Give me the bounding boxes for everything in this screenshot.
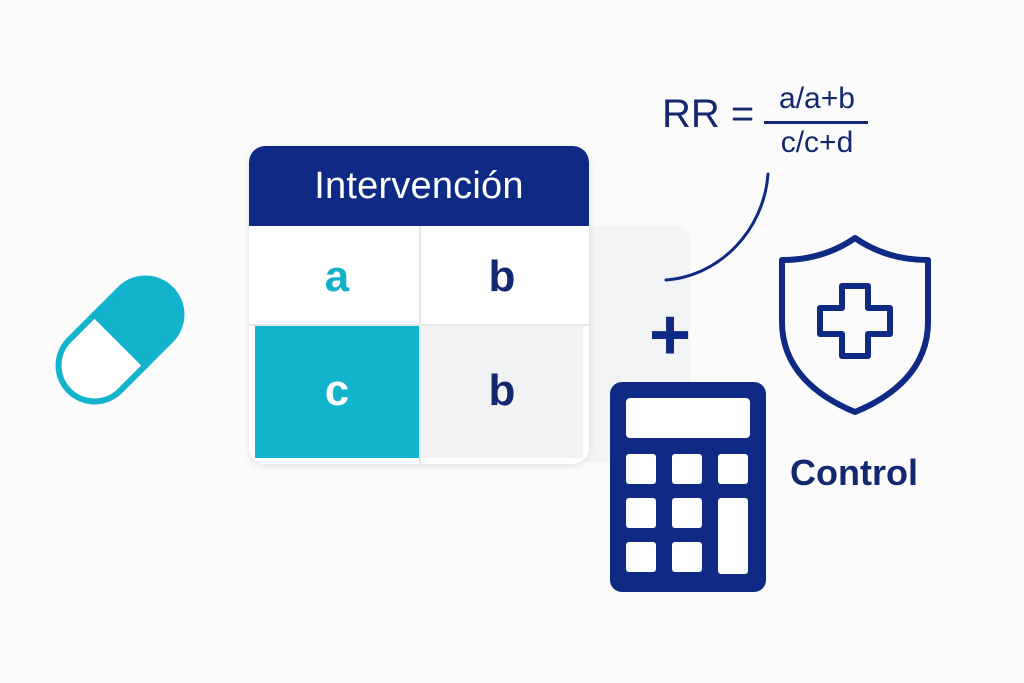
formula-fraction-bar: [764, 121, 868, 124]
capsule-icon: [55, 275, 185, 405]
contingency-table: Intervención a b c b: [249, 146, 589, 464]
shield-plus-icon: [779, 235, 931, 415]
table-divider-horizontal: [249, 324, 589, 326]
table-header: Intervención: [249, 146, 589, 226]
formula-lhs: RR =: [662, 92, 755, 136]
connector-curve: [664, 172, 770, 282]
control-label: Control: [790, 452, 918, 493]
plus-sign: +: [648, 295, 692, 375]
formula-denominator: c/c+d: [780, 126, 854, 159]
cell-a: a: [255, 228, 419, 326]
formula-numerator: a/a+b: [779, 82, 855, 115]
cell-c: c: [255, 324, 419, 458]
cell-b-bottom: b: [421, 324, 583, 458]
table-divider-vertical: [419, 226, 421, 464]
cell-b-top: b: [421, 228, 583, 326]
calculator-icon: [610, 382, 766, 592]
